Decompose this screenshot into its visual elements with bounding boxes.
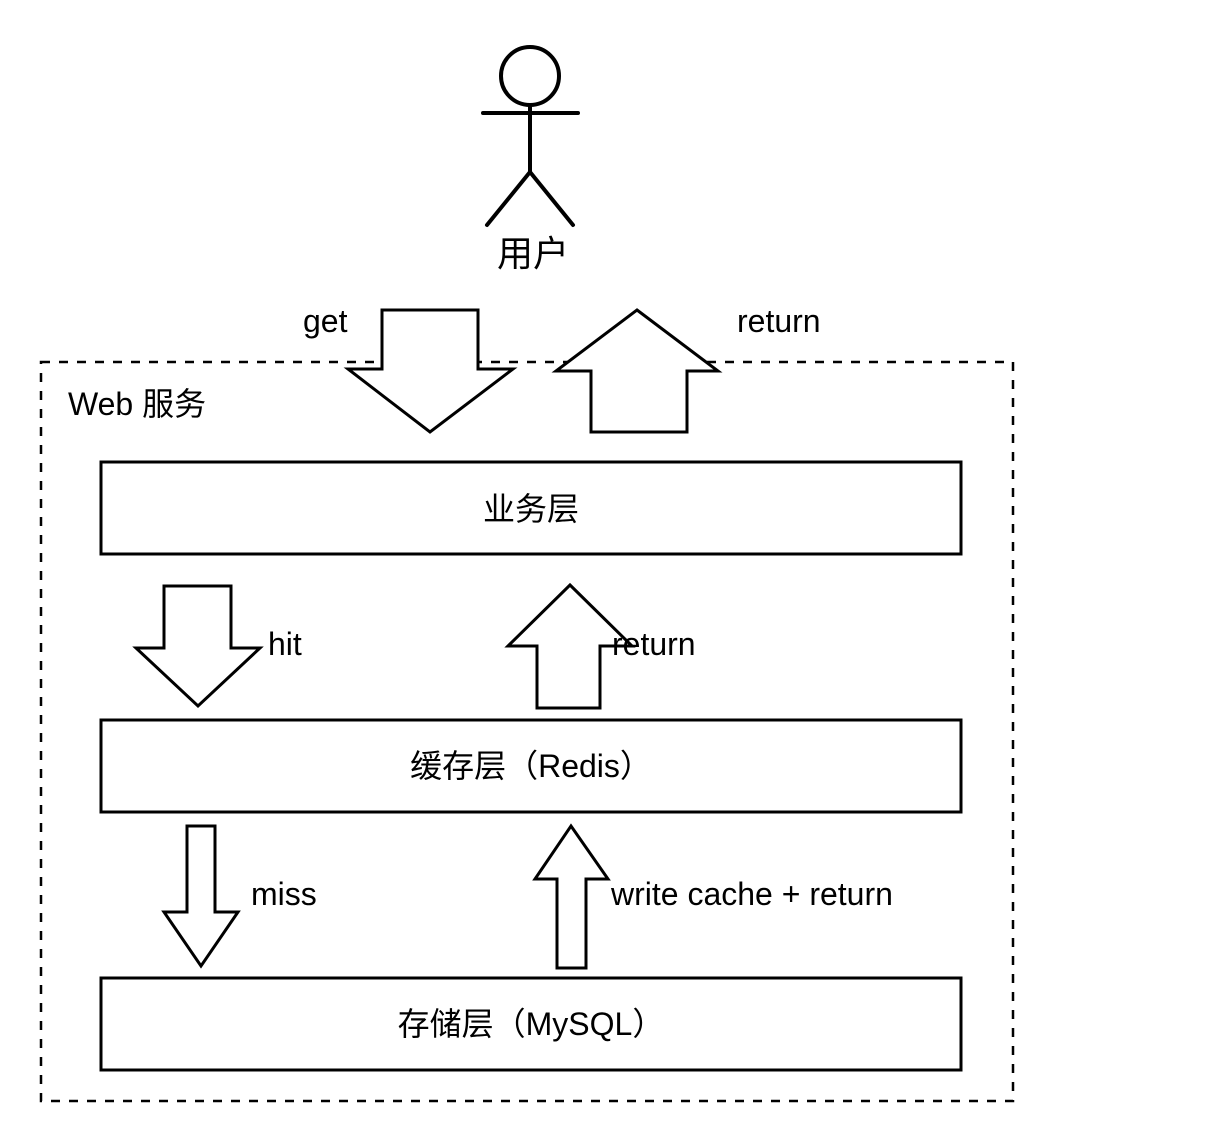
flow-arrow-hit (132, 584, 264, 709)
flow-label-get: get (303, 303, 348, 339)
flow-arrow-return-mid (504, 582, 636, 710)
storage-layer-label: 存储层（MySQL） (397, 1006, 665, 1042)
actor-right-leg-line (528, 170, 575, 227)
flow-label-miss: miss (251, 876, 317, 912)
storage-layer-box (99, 976, 963, 1072)
actor-left-leg-line (485, 170, 532, 227)
flow-label-return-mid: return (612, 626, 696, 662)
cache-layer-label: 缓存层（Redis） (410, 748, 652, 784)
actor-user-label: 用户 (497, 233, 570, 274)
actor-user-figure (481, 45, 580, 227)
flow-arrow-get (343, 308, 518, 434)
flow-arrow-return-top (551, 308, 723, 434)
flow-arrow-miss (161, 824, 241, 969)
flow-arrow-write-cache (532, 823, 611, 970)
web-service-container-label: Web 服务 (68, 386, 207, 422)
flow-label-return-top: return (737, 303, 821, 339)
flow-label-write-cache: write cache + return (611, 876, 893, 912)
cache-layer-box (99, 718, 963, 814)
actor-head-icon (499, 45, 561, 107)
flow-label-hit: hit (268, 626, 302, 662)
business-layer-label: 业务层 (482, 491, 579, 527)
web-service-container-boundary (39, 360, 1015, 1103)
business-layer-box (99, 460, 963, 556)
